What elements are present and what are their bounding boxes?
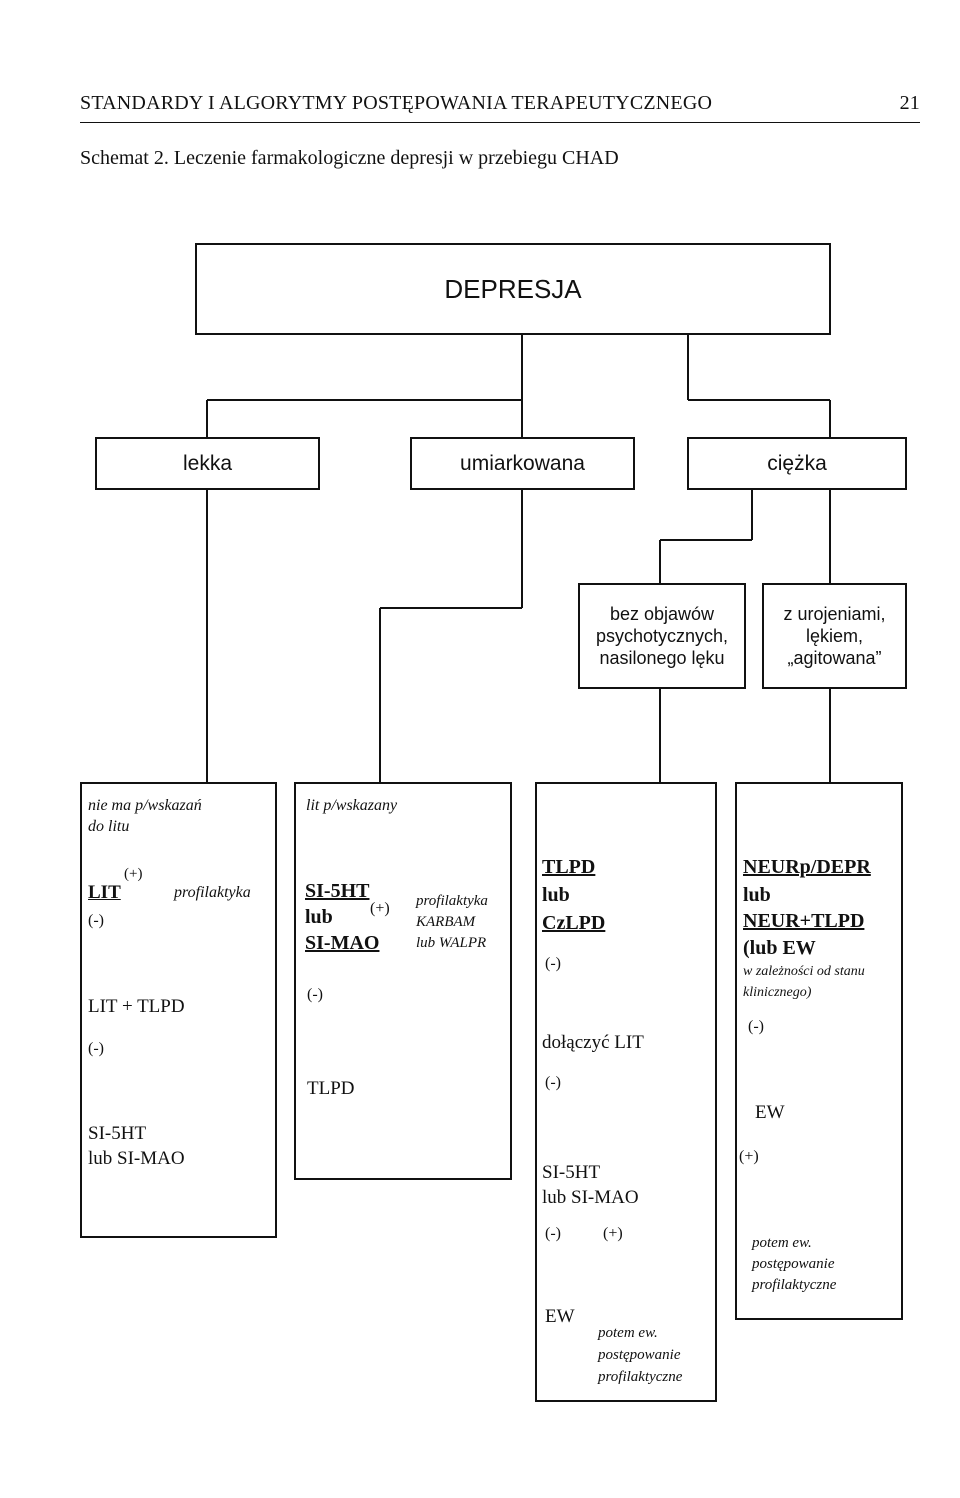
col2-minus: (-)	[307, 986, 323, 1003]
col2-lub: lub	[305, 906, 333, 928]
col1-lit-tlpd: LIT + TLPD	[88, 996, 185, 1017]
column-moderate-box	[294, 782, 512, 1180]
col1-ssri-line2: lub SI-MAO	[88, 1148, 185, 1169]
page-number: 21	[899, 92, 920, 114]
col2-maoi: SI-MAO	[305, 932, 380, 954]
root-label: DEPRESJA	[444, 273, 582, 304]
col4-neur-tlpd: NEUR+TLPD	[743, 910, 865, 932]
col3-prof-line2: postępowanie	[598, 1347, 681, 1363]
col4-lub: lub	[743, 884, 771, 906]
col4-ew: EW	[755, 1102, 785, 1123]
col3-ew: EW	[545, 1306, 575, 1327]
col1-lit: LIT	[88, 882, 121, 903]
moderate-box: umiarkowana	[410, 437, 635, 490]
col2-prof-line2: KARBAM	[416, 914, 476, 930]
psychotic-line1: z urojeniami,	[783, 604, 886, 624]
column-mild-box	[80, 782, 277, 1238]
severe-label: ciężka	[767, 451, 827, 475]
no-psychotic-line1: bez objawów	[609, 604, 715, 624]
col4-prof-line1: potem ew.	[752, 1235, 812, 1251]
col3-ssri-line2: lub SI-MAO	[542, 1187, 639, 1208]
header-title: STANDARDY I ALGORYTMY POSTĘPOWANIA TERAP…	[80, 92, 713, 114]
col4-ew-note-line2: klinicznego)	[743, 985, 812, 1000]
col1-plus: (+)	[124, 866, 143, 882]
col3-lub: lub	[542, 884, 570, 906]
psychotic-box: z urojeniami, lękiem, „agitowana”	[762, 583, 907, 689]
col3-minus2: (-)	[545, 1074, 561, 1091]
col4-neur-depr: NEURp/DEPR	[743, 856, 871, 878]
col3-minus3: (-)	[545, 1225, 561, 1242]
col3-tlpd: TLPD	[542, 856, 596, 878]
page-header: STANDARDY I ALGORYTMY POSTĘPOWANIA TERAP…	[80, 92, 920, 115]
column-severe-psychotic-box	[735, 782, 903, 1320]
col4-prof-line3: profilaktyczne	[752, 1277, 837, 1293]
col3-minus1: (-)	[545, 955, 561, 972]
col2-note: lit p/wskazany	[306, 797, 398, 814]
col1-minus1: (-)	[88, 912, 104, 929]
col3-prof-line3: profilaktyczne	[598, 1369, 683, 1385]
col1-note-line1: nie ma p/wskazań	[88, 797, 202, 814]
col3-ssri-line1: SI-5HT	[542, 1162, 601, 1183]
col2-tlpd: TLPD	[307, 1078, 355, 1099]
header-rule	[80, 122, 920, 123]
col3-prof-line1: potem ew.	[598, 1325, 658, 1341]
col3-add-lit: dołączyć LIT	[542, 1032, 644, 1053]
col2-plus: (+)	[370, 900, 390, 917]
no-psychotic-line2: psychotycznych,	[595, 626, 729, 646]
col3-czlpd: CzLPD	[542, 912, 606, 934]
col1-ssri-line1: SI-5HT	[88, 1123, 147, 1144]
col1-note-line2: do litu	[88, 818, 130, 835]
figure-caption: Schemat 2. Leczenie farmakologiczne depr…	[80, 147, 619, 169]
col2-ssri: SI-5HT	[305, 880, 370, 902]
no-psychotic-box: bez objawów psychotycznych, nasilonego l…	[578, 583, 746, 689]
col4-ew-paren: (lub EW	[743, 937, 816, 959]
col2-prof-line1: profilaktyka	[416, 893, 488, 909]
psychotic-line3: „agitowana”	[787, 648, 882, 668]
col4-prof-line2: postępowanie	[752, 1256, 835, 1272]
severe-box: ciężka	[687, 437, 907, 490]
col4-plus: (+)	[739, 1148, 759, 1165]
col3-plus3: (+)	[603, 1225, 623, 1242]
col2-prof-line3: lub WALPR	[416, 935, 487, 951]
root-box: DEPRESJA	[195, 243, 831, 335]
moderate-label: umiarkowana	[460, 451, 585, 475]
col4-ew-note-line1: w zależności od stanu	[743, 964, 865, 979]
no-psychotic-line3: nasilonego lęku	[599, 648, 725, 668]
psychotic-line2: lękiem,	[805, 626, 863, 646]
col1-prophylaxis: profilaktyka	[174, 884, 251, 901]
col1-minus2: (-)	[88, 1040, 104, 1057]
mild-label: lekka	[182, 451, 233, 475]
col4-minus: (-)	[748, 1018, 764, 1035]
mild-box: lekka	[95, 437, 320, 490]
column-severe-nonpsychotic-box	[535, 782, 717, 1402]
